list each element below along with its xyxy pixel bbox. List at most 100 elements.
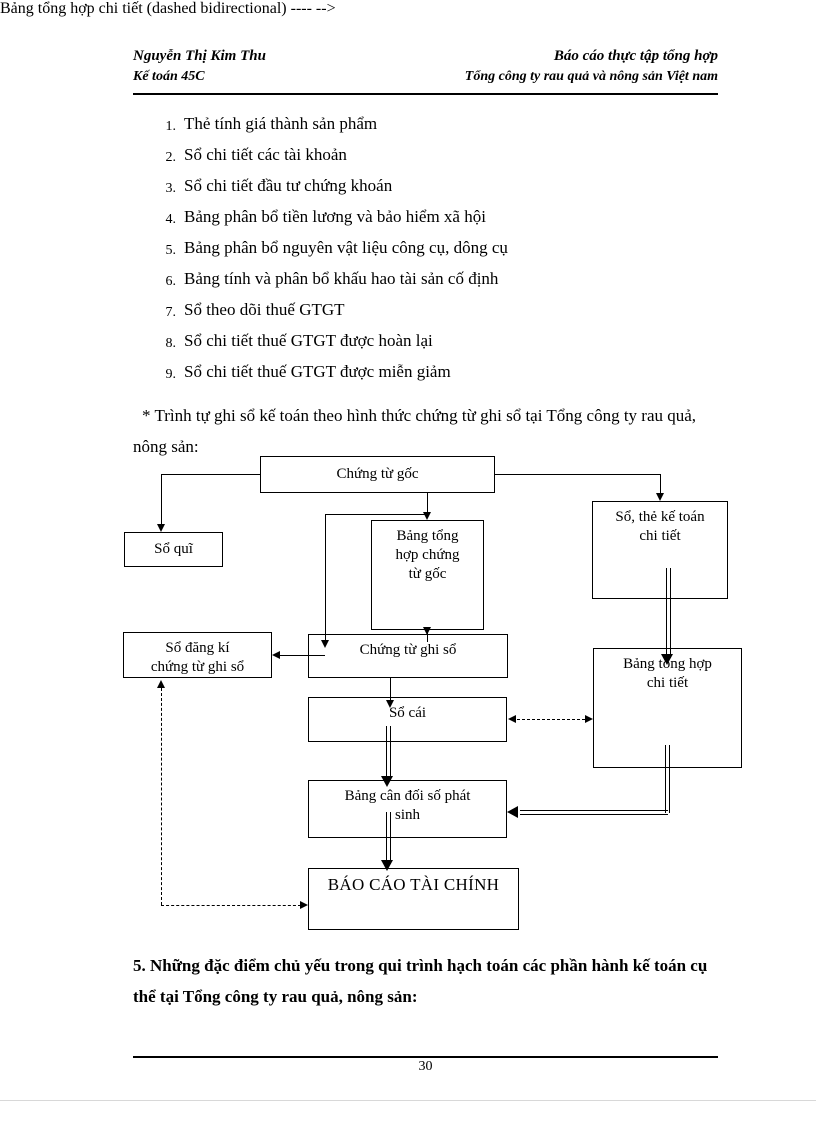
list-item-number: 9.	[165, 367, 177, 382]
list-item-label: Sổ chi tiết các tài khoản	[184, 145, 347, 164]
flow-node-so-the-ke-toan-chi-tiet: Sổ, thẻ kế toán chi tiết	[592, 501, 728, 599]
flow-node-label: Bảng tổng	[396, 528, 459, 544]
list-item-label: Thẻ tính giá thành sản phẩm	[184, 114, 378, 133]
flow-node-label: Bảng tổng hợp	[623, 656, 712, 672]
flow-node-label: Sổ đăng kí	[165, 640, 230, 656]
edge-double-line	[666, 568, 671, 658]
flow-node-label: Chứng từ ghi sổ	[359, 642, 457, 658]
flow-node-bao-cao-tai-chinh: BÁO CÁO TÀI CHÍNH	[308, 868, 519, 930]
list-item-label: Bảng tính và phân bổ khấu hao tài sản cố…	[184, 269, 499, 288]
edge-dashed-line	[161, 905, 301, 906]
document-types-list: 1. Thẻ tính giá thành sản phẩm 2. Sổ chi…	[150, 108, 710, 387]
list-item-number: 3.	[165, 181, 177, 196]
edge-dashed-line	[161, 688, 162, 905]
list-item: 7. Sổ theo dõi thuế GTGT	[150, 294, 710, 325]
list-item: 1. Thẻ tính giá thành sản phẩm	[150, 108, 710, 139]
edge-arrowhead	[157, 680, 165, 688]
edge-arrowhead	[321, 640, 329, 648]
header-row-primary: Nguyễn Thị Kim Thu Báo cáo thực tập tổng…	[133, 48, 718, 69]
footer-divider-rule	[133, 1056, 718, 1058]
edge-arrowhead	[656, 493, 664, 501]
page-bottom-margin	[0, 1100, 816, 1123]
edge-double-line	[386, 726, 391, 780]
list-item: 6. Bảng tính và phân bổ khấu hao tài sản…	[150, 263, 710, 294]
edge-arrowhead	[386, 700, 394, 708]
edge-arrowhead	[300, 901, 308, 909]
list-item-label: Bảng phân bổ tiền lương và bảo hiểm xã h…	[184, 207, 486, 226]
flow-node-so-cai: Sổ cái	[308, 697, 507, 742]
list-item: 8. Sổ chi tiết thuế GTGT được hoàn lại	[150, 325, 710, 356]
edge-double-line	[665, 745, 670, 813]
list-item-number: 4.	[165, 212, 177, 227]
flow-node-bang-can-doi-so-phat-sinh: Bảng cân đối số phát sinh	[308, 780, 507, 838]
flow-node-label: Sổ, thẻ kế toán	[615, 509, 705, 525]
flow-node-label: Sổ quĩ	[154, 541, 193, 557]
edge-line	[495, 474, 661, 475]
flow-node-label: chi tiết	[646, 675, 689, 691]
flow-node-label: BÁO CÁO TÀI CHÍNH	[327, 875, 500, 894]
header-author-name: Nguyễn Thị Kim Thu	[133, 48, 266, 64]
closing-paragraph: 5. Những đặc điểm chủ yếu trong qui trìn…	[133, 956, 708, 1006]
edge-arrowhead	[381, 776, 393, 787]
edge-arrowhead	[508, 715, 516, 723]
edge-arrowhead	[585, 715, 593, 723]
list-item-label: Bảng phân bổ nguyên vật liệu công cụ, dô…	[184, 238, 508, 257]
header-organization-name: Tổng công ty rau quả và nông sản Việt na…	[464, 69, 718, 84]
intro-paragraph: * Trình tự ghi sổ kế toán theo hình thức…	[133, 406, 697, 456]
list-item: 5. Bảng phân bổ nguyên vật liệu công cụ,…	[150, 232, 710, 263]
edge-arrowhead	[423, 627, 431, 635]
list-item-label: Sổ chi tiết đầu tư chứng khoán	[184, 176, 393, 195]
list-item-label: Sổ chi tiết thuế GTGT được miễn giảm	[184, 362, 451, 381]
list-item-number: 6.	[165, 274, 177, 289]
list-item-number: 1.	[165, 119, 177, 134]
edge-double-line	[386, 812, 391, 864]
list-item-label: Sổ theo dõi thuế GTGT	[184, 300, 345, 319]
list-item: 2. Sổ chi tiết các tài khoản	[150, 139, 710, 170]
list-item-number: 7.	[165, 305, 177, 320]
edge-line	[660, 474, 661, 493]
edge-line	[390, 678, 391, 700]
edge-dashed-line	[517, 719, 585, 720]
page-sheet: Nguyễn Thị Kim Thu Báo cáo thực tập tổng…	[0, 0, 742, 1074]
edge-line	[161, 474, 260, 475]
flow-node-bang-tong-hop-chung-tu-goc: Bảng tổng hợp chứng từ gốc	[371, 520, 484, 630]
list-item: 9. Sổ chi tiết thuế GTGT được miễn giảm	[150, 356, 710, 387]
edge-arrowhead	[423, 512, 431, 520]
edge-line	[325, 514, 326, 640]
flow-node-label: từ gốc	[408, 566, 447, 582]
edge-arrowhead	[272, 651, 280, 659]
flow-node-label: hợp chứng	[395, 547, 460, 563]
flow-node-label: Bảng cân đối số phát	[344, 788, 471, 804]
page-number: 30	[418, 1059, 433, 1074]
edge-line	[427, 630, 428, 642]
flow-node-label: chứng từ ghi sổ	[150, 659, 245, 675]
edge-line	[280, 655, 325, 656]
edge-line	[161, 474, 162, 524]
flow-node-label: Sổ cái	[388, 705, 427, 721]
header-report-title: Báo cáo thực tập tổng hợp	[553, 48, 718, 64]
flow-node-chung-tu-ghi-so: Chứng từ ghi sổ	[308, 634, 508, 678]
list-item-number: 2.	[165, 150, 177, 165]
header-row-secondary: Kế toán 45C Tổng công ty rau quả và nông…	[133, 69, 718, 90]
flow-node-label: chi tiết	[639, 528, 681, 544]
edge-arrowhead	[157, 524, 165, 532]
header-class-code: Kế toán 45C	[133, 69, 205, 84]
list-item-number: 5.	[165, 243, 177, 258]
edge-arrowhead	[507, 806, 518, 818]
edge-line	[325, 514, 427, 515]
flow-node-bang-tong-hop-chi-tiet: Bảng tổng hợp chi tiết	[593, 648, 742, 768]
list-item: 4. Bảng phân bổ tiền lương và bảo hiểm x…	[150, 201, 710, 232]
flow-node-so-dang-ki-chung-tu-ghi-so: Sổ đăng kí chứng từ ghi sổ	[123, 632, 272, 678]
edge-double-line	[520, 810, 668, 815]
list-item: 3. Sổ chi tiết đầu tư chứng khoán	[150, 170, 710, 201]
edge-line	[427, 493, 428, 512]
list-item-number: 8.	[165, 336, 177, 351]
edge-arrowhead	[661, 654, 673, 665]
edge-arrowhead	[381, 860, 393, 871]
flow-node-so-qui: Sổ quĩ	[124, 532, 223, 567]
list-item-label: Sổ chi tiết thuế GTGT được hoàn lại	[184, 331, 433, 350]
flow-node-label: sinh	[394, 807, 420, 823]
header-divider-rule	[133, 93, 718, 95]
flow-node-label: Chứng từ gốc	[336, 466, 419, 482]
